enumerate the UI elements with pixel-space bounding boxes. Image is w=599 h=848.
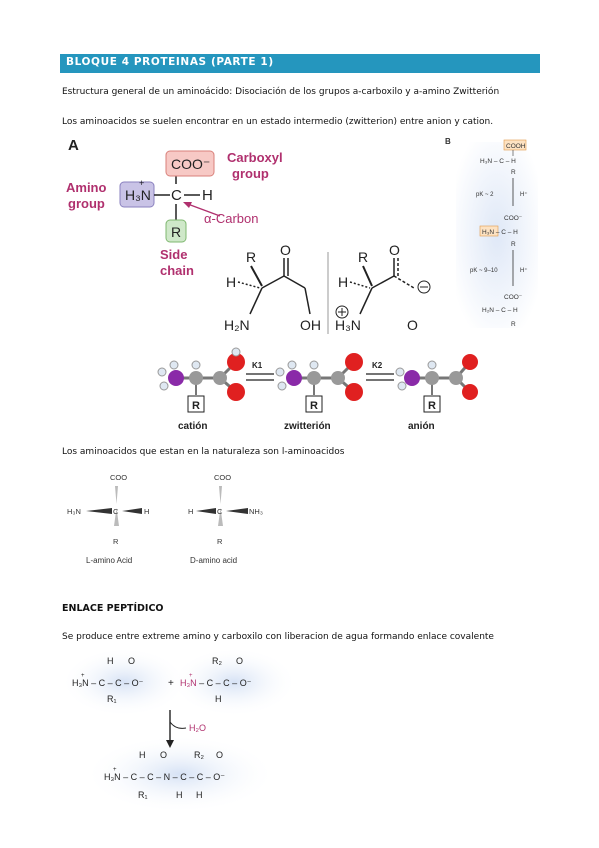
svg-text:H: H — [144, 507, 149, 516]
cation-molecule: R — [157, 347, 245, 413]
water-label: H₂O — [189, 723, 206, 733]
figure-b-label: B — [445, 137, 451, 146]
svg-text:H: H — [196, 790, 203, 800]
svg-text:H₃N – C – C – O⁻: H₃N – C – C – O⁻ — [180, 678, 252, 688]
svg-text:O: O — [236, 656, 243, 666]
svg-text:H₂N: H₂N — [224, 317, 250, 333]
section-title: BLOQUE 4 PROTEINAS (PARTE 1) — [66, 56, 274, 68]
l-amino-caption: L-amino Acid — [86, 556, 132, 565]
svg-text:H₂N – C – H: H₂N – C – H — [482, 307, 518, 314]
svg-text:O: O — [128, 656, 135, 666]
svg-text:OH: OH — [300, 317, 321, 333]
section-banner — [60, 54, 540, 73]
svg-text:H: H — [176, 790, 183, 800]
l-d-amino-acid-figure: COO H₃N C H R L-amino Acid COO H C NH₃ R… — [67, 473, 263, 565]
paragraph-structure: Estructura general de un aminoácido: Dis… — [62, 87, 500, 97]
svg-text:R: R — [511, 321, 516, 328]
figure-a-label: A — [68, 137, 79, 154]
svg-text:+: + — [113, 767, 117, 773]
h3n-text: H₃N — [125, 187, 151, 203]
paragraph-l-amino: Los aminoacidos que estan en la naturale… — [62, 447, 345, 457]
svg-text:COO⁻: COO⁻ — [504, 294, 523, 301]
svg-text:H: H — [338, 274, 348, 290]
zwitterion-molecule: R — [275, 353, 363, 413]
svg-text:+: + — [81, 673, 85, 679]
anion-molecule: R — [395, 354, 478, 413]
svg-text:pK ~ 2: pK ~ 2 — [476, 192, 494, 198]
anion-caption: anión — [408, 421, 435, 432]
svg-text:+: + — [189, 673, 193, 679]
peptide-heading: ENLACE PEPTÍDICO — [62, 603, 164, 614]
alpha-carbon-label: α-Carbon — [204, 211, 258, 226]
svg-text:C: C — [113, 507, 119, 516]
svg-text:R: R — [428, 400, 436, 412]
svg-text:H: H — [107, 656, 114, 666]
svg-text:H: H — [226, 274, 236, 290]
titration-figure: B COOH H₃N – C – H R pK ~ 2 H⁺ COO⁻ H₃N … — [445, 137, 538, 328]
svg-text:H₃N – C – C – N – C – C – O⁻: H₃N – C – C – N – C – C – O⁻ — [104, 772, 225, 782]
svg-text:COOH: COOH — [506, 143, 526, 150]
svg-text:R₂: R₂ — [194, 750, 204, 760]
peptide-bond-figure: H₃N – C – C – O⁻ + H O R₁ + H₃N – C – C … — [66, 650, 292, 810]
svg-text:R: R — [217, 537, 223, 546]
svg-text:R₁: R₁ — [107, 694, 117, 704]
ionization-equilibrium-figure: R K1 R K2 R catión zwi — [157, 347, 478, 432]
side-chain-label-2: chain — [160, 263, 194, 278]
svg-text:R: R — [192, 400, 200, 412]
svg-text:H: H — [215, 694, 222, 704]
cation-caption: catión — [178, 421, 207, 432]
svg-text:NH₃: NH₃ — [249, 507, 263, 516]
svg-text:H₃N: H₃N — [67, 507, 81, 516]
carboxyl-label-2: group — [232, 166, 269, 181]
svg-text:+: + — [139, 178, 144, 188]
svg-text:R₂: R₂ — [212, 656, 222, 666]
svg-text:R: R — [310, 400, 318, 412]
svg-text:R: R — [246, 249, 256, 265]
svg-text:O: O — [160, 750, 167, 760]
paragraph-peptide: Se produce entre extreme amino y carboxi… — [62, 632, 494, 642]
svg-text:COO⁻: COO⁻ — [504, 215, 523, 222]
svg-text:+: + — [168, 678, 174, 689]
zwitterion-caption: zwitterión — [284, 421, 331, 432]
svg-text:H₃N: H₃N — [335, 317, 361, 333]
svg-text:O: O — [280, 242, 291, 258]
svg-text:H: H — [139, 750, 146, 760]
svg-text:C: C — [217, 507, 223, 516]
svg-text:R₁: R₁ — [138, 790, 148, 800]
paragraph-zwitterion: Los aminoacidos se suelen encontrar en u… — [62, 117, 494, 127]
carboxyl-group-box — [165, 150, 215, 177]
k2-label: K2 — [372, 361, 383, 370]
carboxyl-label-1: Carboxyl — [227, 150, 283, 165]
d-amino-caption: D-amino acid — [190, 556, 237, 565]
svg-text:R: R — [511, 241, 516, 248]
hydrogen-symbol: H — [202, 187, 213, 204]
amino-acid-structure-figure: A Amino group H₃N + C H COO⁻ R Carboxyl … — [66, 137, 431, 334]
amino-label-2: group — [68, 196, 105, 211]
coo-text: COO⁻ — [171, 156, 210, 172]
side-chain-label-1: Side — [160, 247, 187, 262]
svg-text:pK ~ 9–10: pK ~ 9–10 — [470, 268, 498, 274]
svg-text:O: O — [216, 750, 223, 760]
svg-text:H: H — [188, 507, 193, 516]
svg-text:COO: COO — [214, 473, 231, 482]
svg-text:H⁺: H⁺ — [520, 191, 528, 198]
svg-text:H₃N – C – C – O⁻: H₃N – C – C – O⁻ — [72, 678, 144, 688]
svg-text:O: O — [407, 317, 418, 333]
svg-text:R: R — [511, 169, 516, 176]
svg-text:H₃N – C – H: H₃N – C – H — [480, 158, 516, 165]
svg-text:R: R — [113, 537, 119, 546]
svg-text:H₃N – C – H: H₃N – C – H — [482, 229, 518, 236]
alpha-carbon-symbol: C — [171, 187, 182, 204]
svg-text:O: O — [389, 242, 400, 258]
svg-text:R: R — [358, 249, 368, 265]
svg-text:H⁺: H⁺ — [520, 267, 528, 274]
r-text: R — [171, 224, 181, 240]
side-chain-box — [165, 219, 187, 243]
amino-label-1: Amino — [66, 180, 107, 195]
svg-text:COO: COO — [110, 473, 127, 482]
k1-label: K1 — [252, 361, 263, 370]
